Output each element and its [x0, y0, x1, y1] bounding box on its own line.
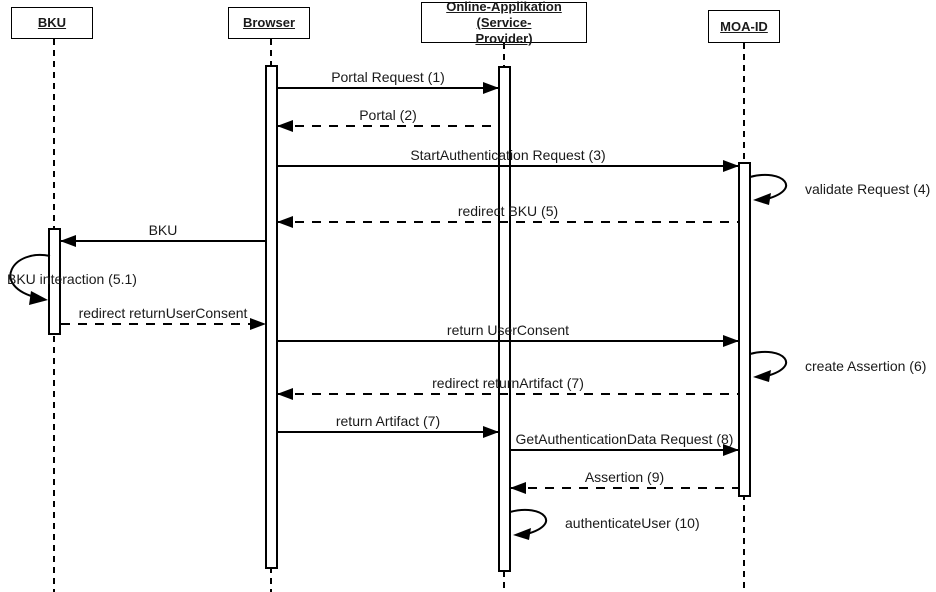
actor-box-bku: BKU: [11, 7, 93, 39]
actor-box-moa-id: MOA-ID: [708, 10, 780, 43]
arrowhead-right-icon: [723, 160, 739, 172]
arrowhead-left-icon: [510, 482, 526, 494]
actor-label-moa-id: MOA-ID: [720, 18, 768, 34]
arrowhead-right-icon: [483, 426, 499, 438]
activation-browser: [265, 65, 278, 569]
arrow-line: [278, 335, 739, 347]
message-redirect-return-artifact: redirect returnArtifact (7): [277, 374, 738, 400]
arrow-line: [278, 426, 499, 438]
arrowhead-left-icon: [277, 388, 293, 400]
message-assertion: Assertion (9): [510, 468, 738, 494]
arrow-line: [511, 444, 739, 456]
message-label: validate Request (4): [805, 181, 931, 197]
self-loop-validate-request: [749, 173, 787, 205]
message-label: authenticateUser (10): [565, 515, 700, 531]
arrow-line: [510, 482, 738, 494]
self-loop-create-assertion: [749, 350, 787, 382]
arrowhead-right-icon: [723, 335, 739, 347]
arrow-line: [61, 318, 266, 330]
arrowhead-right-icon: [483, 82, 499, 94]
arrowhead-left-icon: [60, 235, 76, 247]
message-label: Assertion (9): [584, 469, 665, 485]
message-label: Portal (2): [359, 107, 417, 123]
message-label: redirect returnUserConsent: [78, 305, 248, 321]
arrowhead-right-icon: [723, 444, 739, 456]
self-loop-bku-interaction: [9, 253, 51, 305]
arrow-line: [277, 120, 498, 132]
message-label: return Artifact (7): [335, 413, 441, 429]
message-redirect-bku: redirect BKU (5): [277, 202, 738, 228]
actor-label-online-applikation: Online-Applikation (Service- Provider): [446, 0, 562, 46]
message-portal-request: Portal Request (1): [278, 68, 499, 94]
activation-bku: [48, 228, 61, 335]
arrow-line: [277, 216, 738, 228]
message-label: create Assertion (6): [805, 358, 927, 374]
message-label: redirect returnArtifact (7): [432, 375, 584, 391]
actor-label-browser: Browser: [242, 15, 296, 30]
self-loop-authenticate-user: [509, 508, 547, 540]
arrow-line: [60, 235, 265, 247]
message-get-authentication-data-request: GetAuthenticationData Request (8): [511, 430, 739, 456]
arrow-line: [278, 82, 499, 94]
arrow-line: [277, 388, 738, 400]
arrowhead-left-icon: [277, 216, 293, 228]
message-label: return UserConsent: [446, 322, 570, 338]
arrowhead-left-icon: [277, 120, 293, 132]
message-redirect-return-user-consent: redirect returnUserConsent: [61, 304, 266, 330]
message-label: Portal Request (1): [331, 69, 445, 85]
message-label: BKU: [148, 222, 178, 238]
arrow-line: [278, 160, 739, 172]
arrowhead-right-icon: [250, 318, 266, 330]
message-label: StartAuthentication Request (3): [410, 147, 606, 163]
message-label: redirect BKU (5): [457, 203, 559, 219]
message-return-user-consent: return UserConsent: [278, 321, 739, 347]
message-label: BKU interaction (5.1): [7, 271, 137, 287]
message-bku: BKU: [60, 221, 265, 247]
message-start-authentication-request: StartAuthentication Request (3): [278, 146, 739, 172]
message-label: GetAuthenticationData Request (8): [515, 431, 734, 447]
activation-online-applikation: [498, 66, 511, 572]
actor-box-browser: Browser: [228, 7, 310, 39]
message-portal: Portal (2): [277, 106, 498, 132]
activation-moa-id: [738, 162, 751, 497]
message-return-artifact: return Artifact (7): [278, 412, 499, 438]
actor-box-online-applikation: Online-Applikation (Service- Provider): [421, 0, 587, 46]
actor-label-bku: BKU: [37, 15, 67, 30]
